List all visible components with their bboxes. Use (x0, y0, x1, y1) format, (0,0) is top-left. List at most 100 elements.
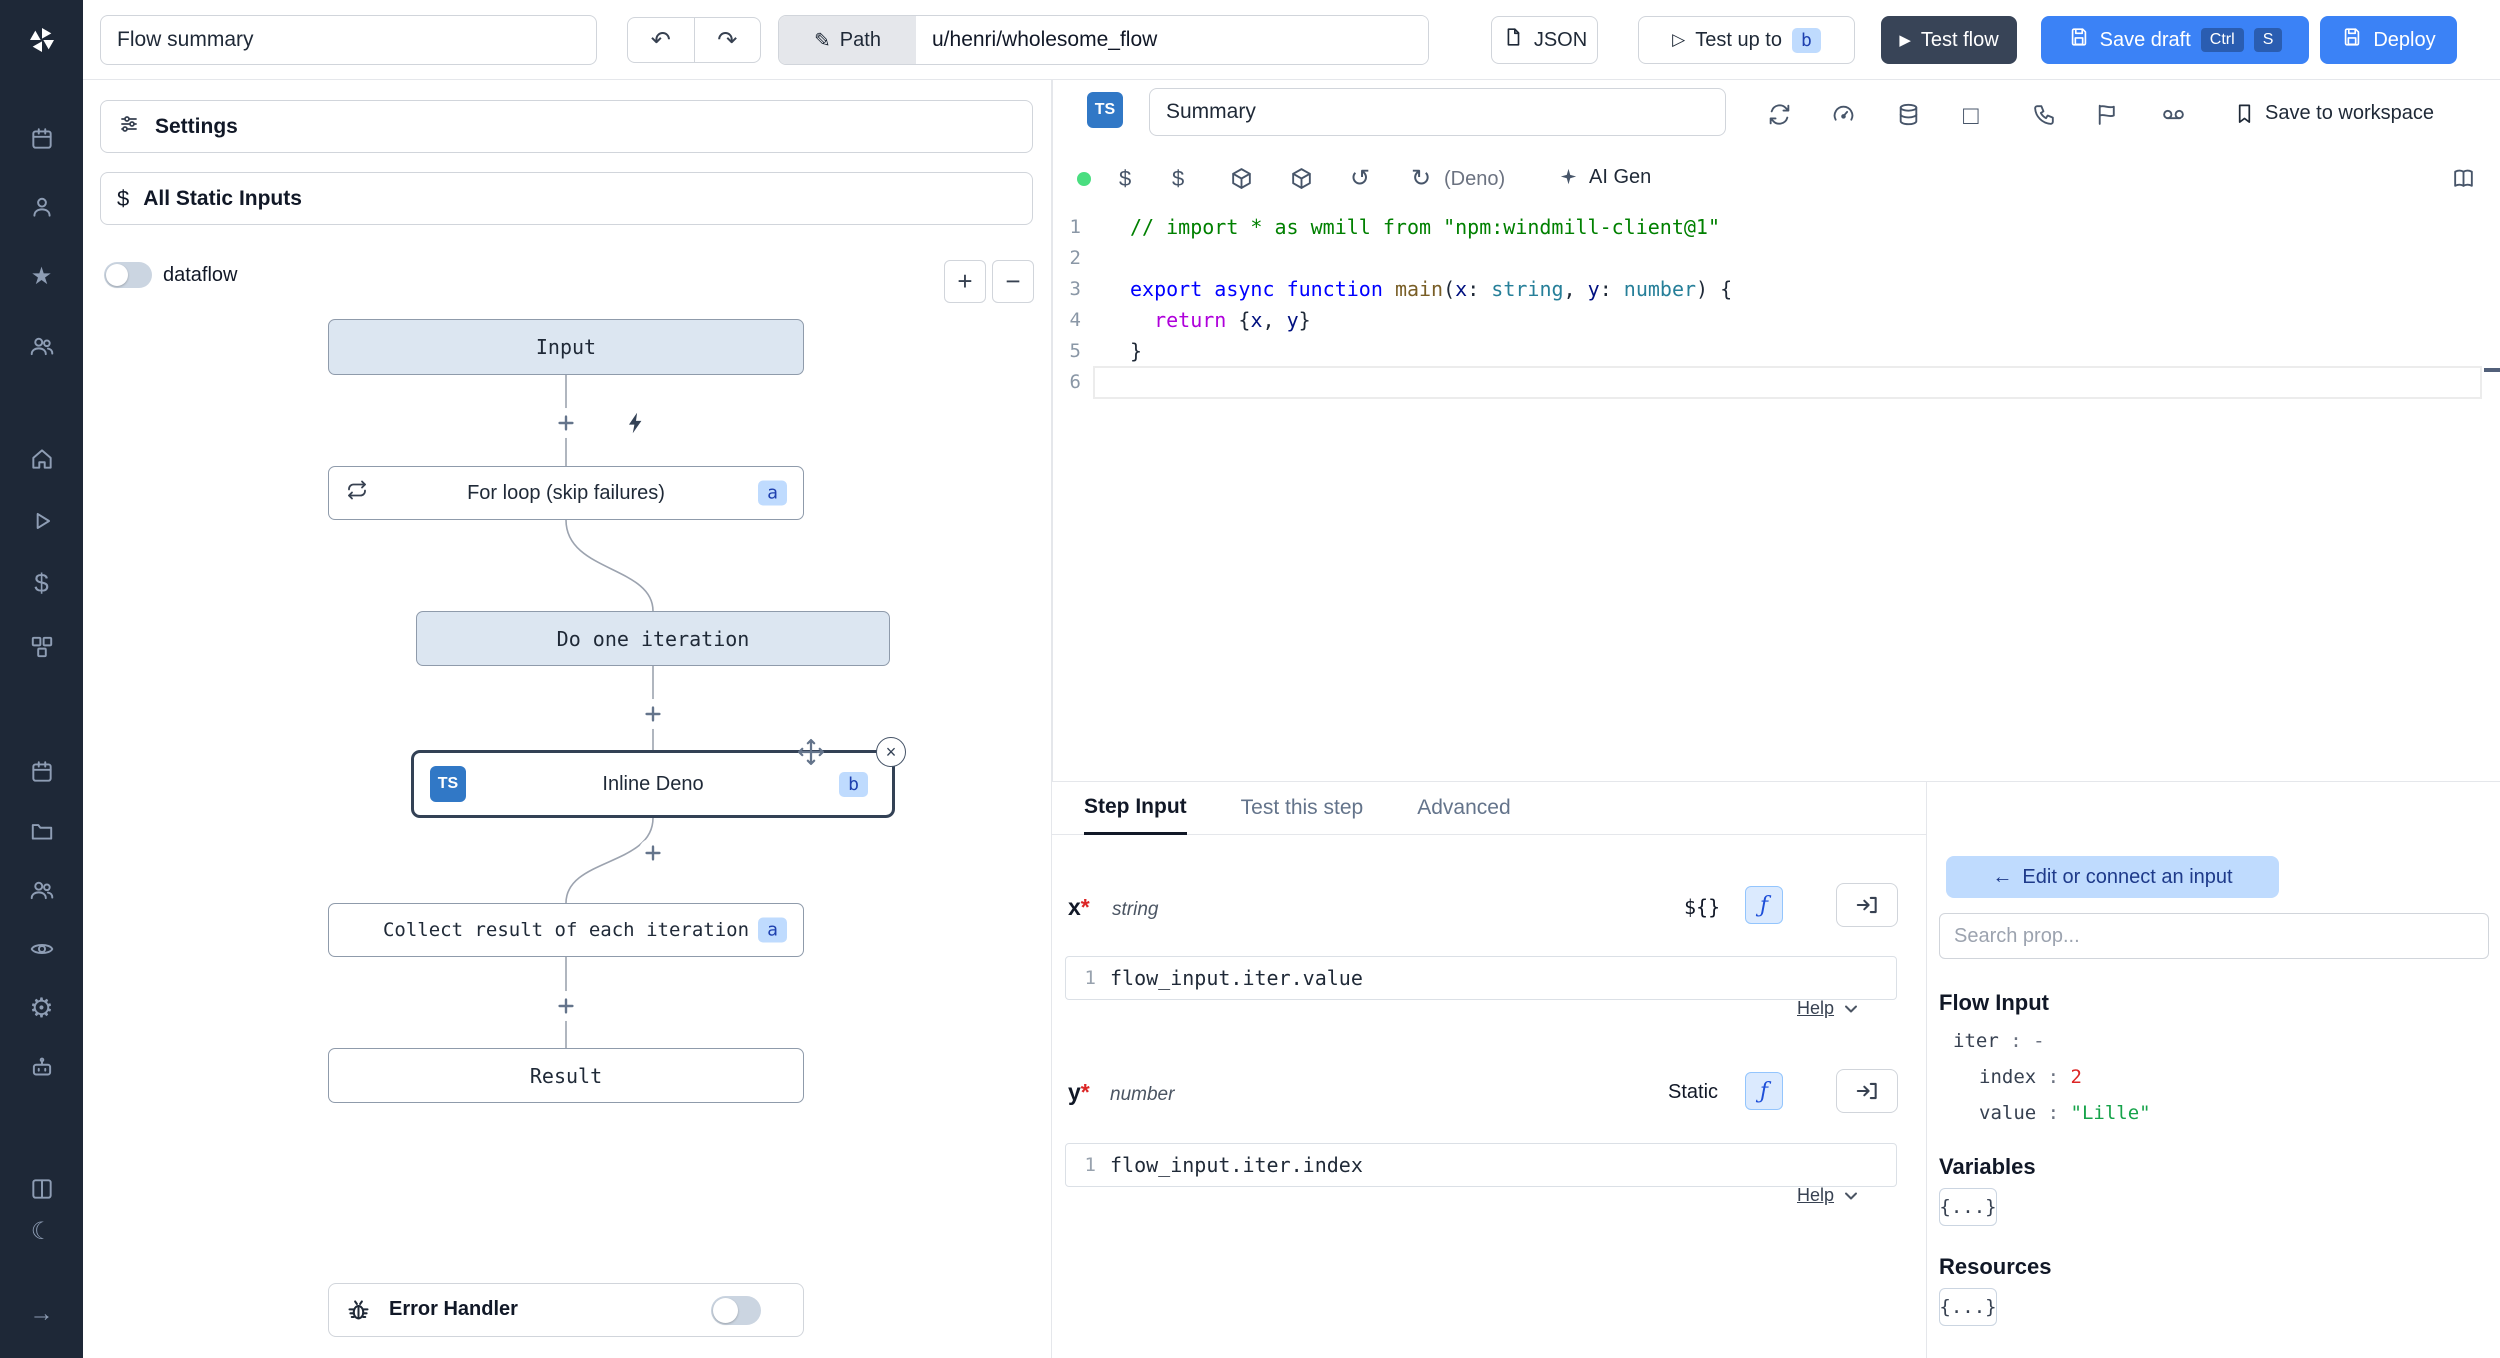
flag-icon[interactable] (2094, 102, 2119, 127)
windmill-logo[interactable] (0, 22, 83, 58)
zoom-out-button[interactable]: − (992, 260, 1034, 303)
apps-icon[interactable] (0, 124, 83, 154)
node-forloop[interactable]: For loop (skip failures) a (328, 466, 804, 520)
insert-step-button-1[interactable] (551, 408, 581, 438)
flow-panel: Settings $ All Static Inputs dataflow + … (83, 80, 1052, 1358)
prop-row-index[interactable]: index : 2 (1979, 1066, 2082, 1088)
refresh-icon[interactable] (1767, 102, 1792, 127)
runs-icon[interactable] (0, 506, 83, 536)
database-icon[interactable] (1896, 102, 1921, 127)
error-handler-toggle[interactable] (711, 1296, 761, 1325)
template-mode-button-x[interactable]: ${} (1684, 895, 1721, 919)
shortcut-ctrl: Ctrl (2200, 28, 2244, 52)
reset-icon[interactable]: ↻ (1411, 165, 1432, 192)
json-button[interactable]: JSON (1491, 16, 1598, 64)
code-lines[interactable]: // import * as wmill from "npm:windmill-… (1130, 215, 1733, 363)
library-book-icon[interactable] (2451, 166, 2476, 191)
undo-button[interactable]: ↶ (628, 18, 695, 62)
members-icon[interactable] (0, 331, 83, 361)
resource-picker-icon[interactable]: $ (1172, 166, 1185, 191)
help-link-x[interactable]: Help (1797, 998, 1860, 1019)
favorites-icon[interactable]: ★ (30, 263, 53, 290)
connect-input-button-y[interactable] (1836, 1069, 1898, 1113)
docs-icon[interactable] (0, 1174, 83, 1204)
node-result[interactable]: Result (328, 1048, 804, 1103)
edit-connect-banner[interactable]: ← Edit or connect an input (1946, 856, 2279, 898)
test-flow-button[interactable]: ▶ Test flow (1881, 16, 2017, 64)
insert-step-button-4[interactable] (551, 991, 581, 1021)
typescript-badge: TS (430, 766, 466, 802)
workers-icon[interactable] (0, 1053, 83, 1083)
chevron-down-icon (1845, 1192, 1858, 1199)
package-icon[interactable] (1229, 166, 1254, 191)
node-inline-deno[interactable]: TS Inline Deno b × (411, 737, 906, 818)
connect-input-button-x[interactable] (1836, 883, 1898, 927)
insert-step-button-3[interactable] (638, 838, 668, 868)
path-group: ✎ Path u/henri/wholesome_flow (778, 15, 1429, 65)
step-summary-input[interactable] (1149, 88, 1726, 136)
variable-picker-icon[interactable]: $ (1119, 166, 1132, 191)
prop-row-iter[interactable]: iter : - (1953, 1030, 2045, 1052)
audit-logs-icon[interactable] (0, 934, 83, 964)
home-icon[interactable] (0, 444, 83, 474)
redo-button[interactable]: ↷ (717, 26, 738, 54)
settings-icon[interactable]: ⚙ (29, 992, 54, 1023)
step-badge-b: b (1791, 27, 1821, 53)
resources-icon[interactable] (0, 632, 83, 662)
forloop-badge: a (758, 480, 787, 506)
tab-test-this-step[interactable]: Test this step (1240, 796, 1364, 819)
folders-icon[interactable] (0, 816, 83, 846)
deploy-button[interactable]: Deploy (2320, 16, 2457, 64)
ai-gen-button[interactable]: AI Gen (1557, 166, 1651, 189)
arg-editor-y[interactable]: 1 flow_input.iter.index (1065, 1143, 1897, 1187)
node-collect[interactable]: Collect result of each iteration a (328, 903, 804, 957)
stop-square-icon[interactable]: □ (1963, 100, 1979, 130)
variables-icon[interactable]: $ (34, 568, 49, 598)
voicemail-icon[interactable] (2161, 102, 2186, 127)
field-label-y: y* (1068, 1079, 1090, 1105)
dependencies-icon[interactable] (1289, 166, 1314, 191)
arg-editor-x[interactable]: 1 flow_input.iter.value (1065, 956, 1897, 1000)
prop-row-value[interactable]: value : "Lille" (1979, 1102, 2151, 1124)
node-iteration[interactable]: Do one iteration (416, 611, 890, 666)
groups-icon[interactable] (0, 875, 83, 905)
all-static-inputs-button[interactable]: $ All Static Inputs (100, 172, 1033, 225)
account-icon[interactable] (0, 192, 83, 222)
history-icon[interactable]: ↺ (1350, 165, 1371, 192)
flow-input-title: Flow Input (1939, 990, 2049, 1015)
remove-step-button[interactable]: × (876, 737, 906, 767)
zoom-in-button[interactable]: + (944, 260, 986, 303)
save-to-workspace-button[interactable]: Save to workspace (2233, 102, 2434, 125)
collapse-sidebar-icon[interactable]: → (29, 1300, 54, 1327)
fx-toggle-x[interactable]: ƒ (1745, 886, 1783, 924)
help-link-y[interactable]: Help (1797, 1185, 1860, 1206)
field-type-x: string (1112, 899, 1159, 920)
test-up-to-button[interactable]: ▷ Test up to b (1638, 16, 1855, 64)
bug-icon (345, 1297, 372, 1329)
bolt-button[interactable] (623, 410, 649, 441)
static-mode-label-y[interactable]: Static (1668, 1081, 1719, 1103)
schedules-icon[interactable] (0, 757, 83, 787)
resources-object-chip[interactable]: {...} (1939, 1288, 1997, 1326)
error-handler-label: Error Handler (389, 1298, 518, 1320)
search-prop-input[interactable] (1939, 913, 2489, 959)
path-edit-button[interactable]: ✎ Path (779, 16, 916, 64)
variables-object-chip[interactable]: {...} (1939, 1188, 1997, 1226)
tab-advanced[interactable]: Advanced (1417, 796, 1511, 819)
gauge-icon[interactable] (1831, 102, 1856, 127)
phone-icon[interactable] (2032, 102, 2057, 127)
settings-button[interactable]: Settings (100, 100, 1033, 153)
field-type-y: number (1110, 1084, 1175, 1105)
tab-step-input[interactable]: Step Input (1084, 782, 1187, 835)
path-input[interactable]: u/henri/wholesome_flow (916, 16, 1428, 64)
shortcut-s: S (2253, 28, 2283, 52)
flow-summary-input[interactable] (100, 15, 597, 65)
insert-step-button-2[interactable] (638, 699, 668, 729)
move-handle-icon[interactable] (796, 737, 826, 773)
dark-mode-icon[interactable]: ☾ (30, 1218, 53, 1245)
dataflow-toggle[interactable] (104, 262, 152, 288)
node-input[interactable]: Input (328, 319, 804, 375)
save-draft-button[interactable]: Save draft Ctrl S (2041, 16, 2309, 64)
overview-ruler-tick (2484, 368, 2500, 372)
fx-toggle-y[interactable]: ƒ (1745, 1072, 1783, 1110)
